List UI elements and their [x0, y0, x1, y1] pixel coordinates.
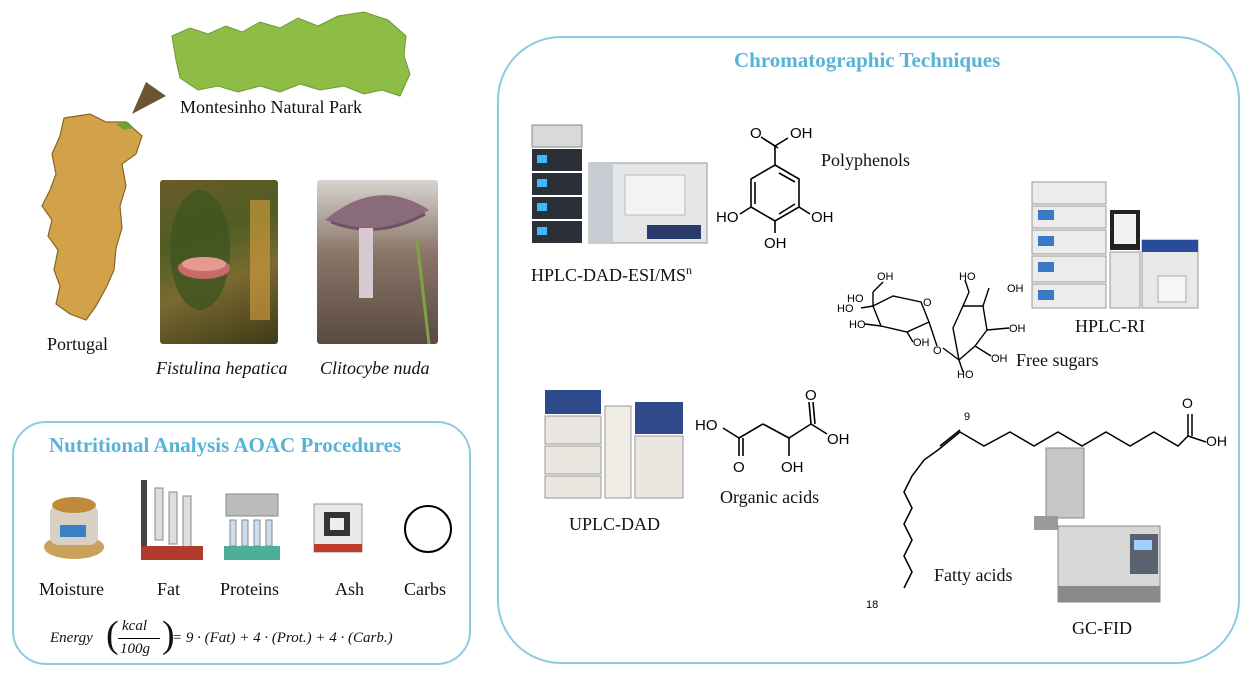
- formula-paren-left: (: [106, 614, 119, 656]
- carbs-circle-icon: [404, 505, 452, 553]
- chromatography-title: Chromatographic Techniques: [734, 48, 1001, 72]
- chromatographic-techniques-box: [497, 36, 1240, 664]
- uplc-instrument-icon: [544, 390, 684, 499]
- nutritional-analysis-box: [12, 421, 471, 665]
- formula-energy: Energy: [50, 630, 93, 646]
- formula-fraction-bar: [118, 638, 160, 639]
- fistulina-hepatica-photo: [160, 180, 278, 344]
- sucrose-oh-5: OH: [913, 337, 930, 349]
- gallic-oh-top: OH: [790, 125, 813, 142]
- gallic-oh-bottom: OH: [764, 235, 787, 252]
- sucrose-ho-4: HO: [849, 319, 866, 331]
- oleic-c9: 9: [964, 411, 970, 423]
- nutrition-item-proteins: Proteins: [220, 579, 280, 599]
- oleic-o: O: [1182, 395, 1193, 411]
- sucrose-oh-9: OH: [991, 353, 1008, 365]
- gc-instrument-icon: [1034, 447, 1161, 603]
- sucrose-oh-8: OH: [1009, 323, 1026, 335]
- formula-unit-bottom: 100g: [120, 641, 150, 657]
- polyphenols-label: Polyphenols: [821, 150, 911, 170]
- gc-fid-label: GC-FID: [1072, 618, 1133, 638]
- hplc-ri-instrument-icon: [1031, 181, 1199, 309]
- hplc-ms-instrument-icon: [531, 124, 708, 244]
- uplc-label: UPLC-DAD: [569, 514, 661, 534]
- sucrose-oh-1: OH: [877, 271, 894, 283]
- nutrition-item-fat: Fat: [157, 579, 181, 599]
- formula-paren-right: ): [162, 614, 175, 656]
- country-label: Portugal: [47, 334, 108, 354]
- formula-unit-top: kcal: [122, 618, 147, 634]
- hplc-ri-label: HPLC-RI: [1075, 316, 1146, 336]
- protein-digestor-icon: [224, 493, 280, 560]
- nutrition-title: Nutritional Analysis AOAC Procedures: [49, 433, 402, 457]
- gallic-acid-structure: O OH HO OH OH: [716, 125, 834, 252]
- sucrose-ho-3: HO: [837, 303, 854, 315]
- montesinho-park-map: [171, 11, 411, 97]
- moisture-analyzer-icon: [44, 497, 104, 559]
- malic-acid-structure: HO O OH O OH: [695, 388, 850, 476]
- nutrition-item-carbs: Carbs: [404, 579, 446, 599]
- oleic-oh: OH: [1206, 433, 1227, 449]
- nutrition-item-moisture: Moisture: [39, 579, 104, 599]
- sucrose-ho-6: HO: [959, 271, 976, 283]
- park-label: Montesinho Natural Park: [180, 97, 362, 117]
- sucrose-ho-2: HO: [847, 293, 864, 305]
- species-label-clitocybe: Clitocybe nuda: [320, 358, 430, 378]
- free-sugars-label: Free sugars: [1016, 350, 1099, 370]
- malic-o-left: O: [733, 459, 745, 476]
- sucrose-oh-7: OH: [1007, 283, 1024, 295]
- gallic-o: O: [750, 125, 762, 142]
- clitocybe-nuda-photo: [317, 180, 438, 344]
- organic-acids-label: Organic acids: [720, 487, 820, 507]
- sucrose-structure: OH HO HO HO O OH O HO OH OH OH HO: [837, 271, 1026, 381]
- portugal-map: [41, 113, 143, 321]
- sucrose-o-bridge: O: [933, 345, 942, 357]
- oleic-acid-structure: 9 18 O OH: [866, 395, 1227, 611]
- malic-oh-right: OH: [827, 431, 850, 448]
- malic-oh-mid: OH: [781, 459, 804, 476]
- hplc-ms-label: HPLC-DAD-ESI/MSn: [531, 263, 693, 285]
- fat-extractor-icon: [141, 480, 203, 560]
- sucrose-ho-10: HO: [957, 369, 974, 381]
- sucrose-o-ring1: O: [923, 297, 932, 309]
- muffle-furnace-icon: [313, 503, 363, 553]
- malic-o-right: O: [805, 388, 817, 404]
- malic-ho-left: HO: [695, 417, 718, 434]
- oleic-c18: 18: [866, 599, 878, 611]
- gallic-oh-right: OH: [811, 209, 834, 226]
- fatty-acids-label: Fatty acids: [934, 565, 1013, 585]
- species-label-fistulina: Fistulina hepatica: [156, 358, 288, 378]
- formula-rhs: = 9 · (Fat) + 4 · (Prot.) + 4 · (Carb.): [172, 630, 393, 646]
- nutrition-item-ash: Ash: [335, 579, 365, 599]
- pointer-triangle: [132, 82, 166, 114]
- gallic-ho-left: HO: [716, 209, 739, 226]
